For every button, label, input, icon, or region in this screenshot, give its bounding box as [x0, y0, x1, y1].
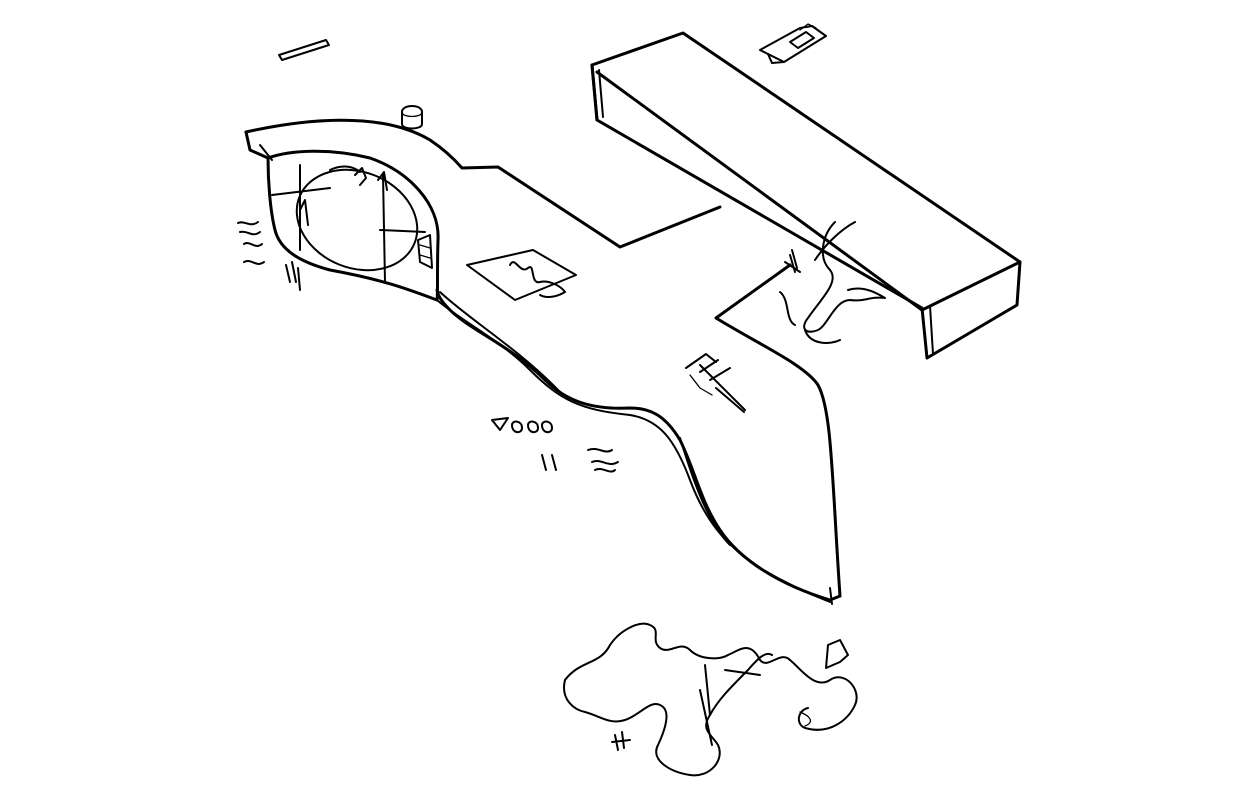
platform-outline: [244, 118, 842, 605]
tree-sketch-right: [779, 221, 886, 344]
small-bar-shape: [278, 39, 330, 61]
tree-sketch-bottom: [563, 622, 858, 777]
arrow-figures: [685, 353, 746, 413]
oval-court: [266, 105, 440, 302]
skylight-patch: [466, 249, 577, 301]
car-figure: [759, 23, 827, 64]
rectangular-block: [590, 31, 1022, 360]
people-figures-left: [237, 221, 301, 291]
people-figures-middle: [491, 417, 619, 473]
